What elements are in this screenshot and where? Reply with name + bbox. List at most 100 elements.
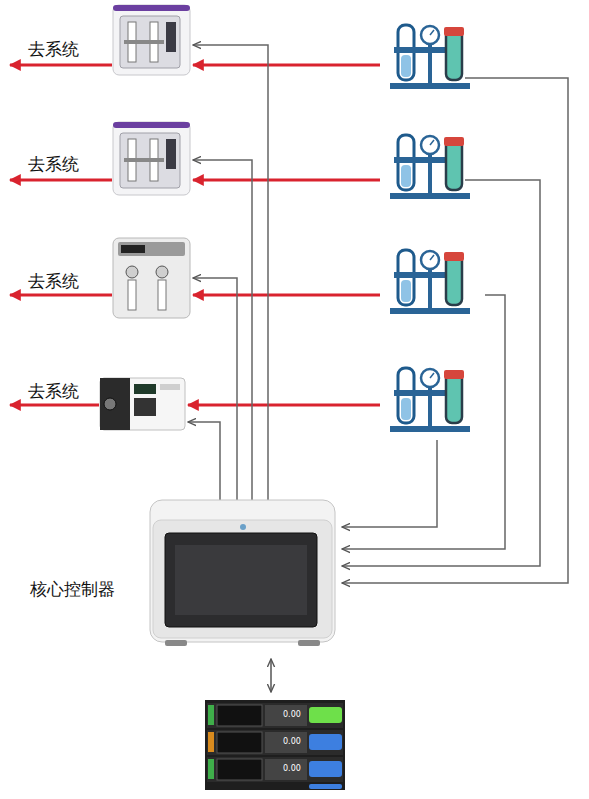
pressure-sensor bbox=[390, 25, 470, 89]
monitor-screen bbox=[265, 759, 307, 780]
flow-label: 去系统 bbox=[28, 380, 79, 403]
node-heading: 核心控制器 bbox=[30, 578, 115, 601]
syringe-pump bbox=[121, 245, 145, 253]
pressure-sensor bbox=[390, 193, 470, 199]
pressure-sensor bbox=[430, 255, 434, 260]
flow-line bbox=[10, 64, 112, 67]
syringe-pump bbox=[126, 266, 138, 278]
monitor-screen bbox=[207, 703, 343, 728]
screen-value: 0.00 bbox=[283, 764, 301, 773]
monitor-screen bbox=[208, 732, 214, 752]
pressure-sensor bbox=[446, 140, 462, 190]
syringe-pump bbox=[113, 238, 190, 318]
syringe-pump bbox=[120, 133, 180, 188]
monitor-screen bbox=[207, 730, 343, 755]
monitor-screen bbox=[205, 700, 345, 790]
controller-device bbox=[150, 500, 335, 642]
monitor-screen bbox=[265, 705, 307, 726]
data-link bbox=[271, 659, 272, 692]
signal-wire bbox=[193, 160, 252, 505]
pressure-sensor bbox=[430, 140, 434, 145]
pressure-sensor bbox=[390, 83, 470, 89]
pressure-sensor bbox=[428, 268, 432, 308]
pressure-sensor bbox=[421, 251, 439, 269]
pressure-sensor bbox=[444, 370, 464, 379]
syringe-pump bbox=[128, 280, 136, 310]
pressure-sensor bbox=[421, 136, 439, 154]
pressure-sensor bbox=[401, 165, 411, 187]
pressure-sensor bbox=[446, 373, 462, 423]
signal-wire bbox=[188, 422, 220, 505]
flow-line bbox=[10, 294, 112, 297]
pressure-sensor bbox=[421, 26, 439, 44]
controller-box: 核心控制器 bbox=[150, 500, 335, 642]
pressure-sensor bbox=[428, 153, 432, 193]
monitor-screen bbox=[207, 757, 343, 782]
pressure-sensor bbox=[401, 55, 411, 77]
syringe-pump bbox=[113, 238, 190, 318]
syringe-pump bbox=[158, 280, 166, 310]
flow-line bbox=[193, 294, 380, 297]
pressure-sensor bbox=[446, 255, 462, 305]
syringe-pump bbox=[134, 398, 156, 416]
pressure-sensor bbox=[446, 30, 462, 80]
pressure-sensor bbox=[428, 386, 432, 426]
pressure-sensor bbox=[390, 426, 470, 432]
syringe-pump bbox=[118, 242, 185, 256]
controller-device bbox=[240, 524, 246, 530]
monitor-screen bbox=[208, 705, 214, 725]
signal-wire bbox=[342, 440, 437, 527]
flow-line bbox=[10, 404, 99, 407]
syringe-pump bbox=[100, 378, 185, 430]
signal-wire bbox=[193, 45, 268, 505]
syringe-pump bbox=[166, 139, 176, 169]
screen-value: 0.00 bbox=[283, 737, 301, 746]
signal-wire bbox=[193, 278, 237, 505]
controller-device bbox=[298, 640, 320, 646]
signal-wire bbox=[342, 180, 540, 566]
screen-value: 0.00 bbox=[283, 710, 301, 719]
syringe-pump bbox=[100, 378, 185, 430]
monitor-screen bbox=[309, 707, 342, 723]
pressure-sensor bbox=[401, 280, 411, 302]
pressure-sensor bbox=[390, 250, 470, 314]
pressure-sensor bbox=[444, 27, 464, 36]
pressure-sensor bbox=[401, 398, 411, 420]
syringe-pump bbox=[124, 40, 164, 44]
signal-wire bbox=[342, 295, 505, 549]
controller-device bbox=[175, 545, 307, 615]
monitor-screen bbox=[265, 732, 307, 753]
pressure-sensor bbox=[430, 30, 434, 35]
flow-line bbox=[193, 64, 380, 67]
monitor-screen bbox=[309, 784, 342, 789]
pressure-sensor bbox=[428, 43, 432, 83]
flow-line bbox=[193, 179, 380, 182]
syringe-pump bbox=[100, 378, 130, 430]
monitor-screen bbox=[217, 705, 262, 726]
syringe-pump bbox=[113, 5, 190, 11]
pressure-sensor bbox=[390, 308, 470, 314]
syringe-pump bbox=[160, 384, 180, 390]
pressure-sensor bbox=[444, 252, 464, 261]
flow-line bbox=[10, 179, 112, 182]
pressure-sensor bbox=[390, 368, 470, 432]
monitor-screen bbox=[217, 732, 262, 753]
syringe-pump bbox=[156, 266, 168, 278]
monitor-screen bbox=[208, 759, 214, 779]
flow-label: 去系统 bbox=[28, 270, 79, 293]
syringe-pump bbox=[113, 5, 190, 75]
flow-line bbox=[188, 404, 380, 407]
monitor-screen bbox=[309, 734, 342, 750]
controller-device bbox=[165, 533, 317, 627]
syringe-pump bbox=[113, 122, 190, 128]
syringe-pump bbox=[104, 398, 116, 410]
syringe-pump bbox=[166, 22, 176, 52]
syringe-pump bbox=[124, 158, 164, 162]
flow-line bbox=[10, 65, 380, 405]
flow-label: 去系统 bbox=[28, 38, 79, 61]
flow-label: 去系统 bbox=[28, 153, 79, 176]
syringe-pump bbox=[113, 122, 190, 195]
controller-device bbox=[150, 500, 335, 646]
